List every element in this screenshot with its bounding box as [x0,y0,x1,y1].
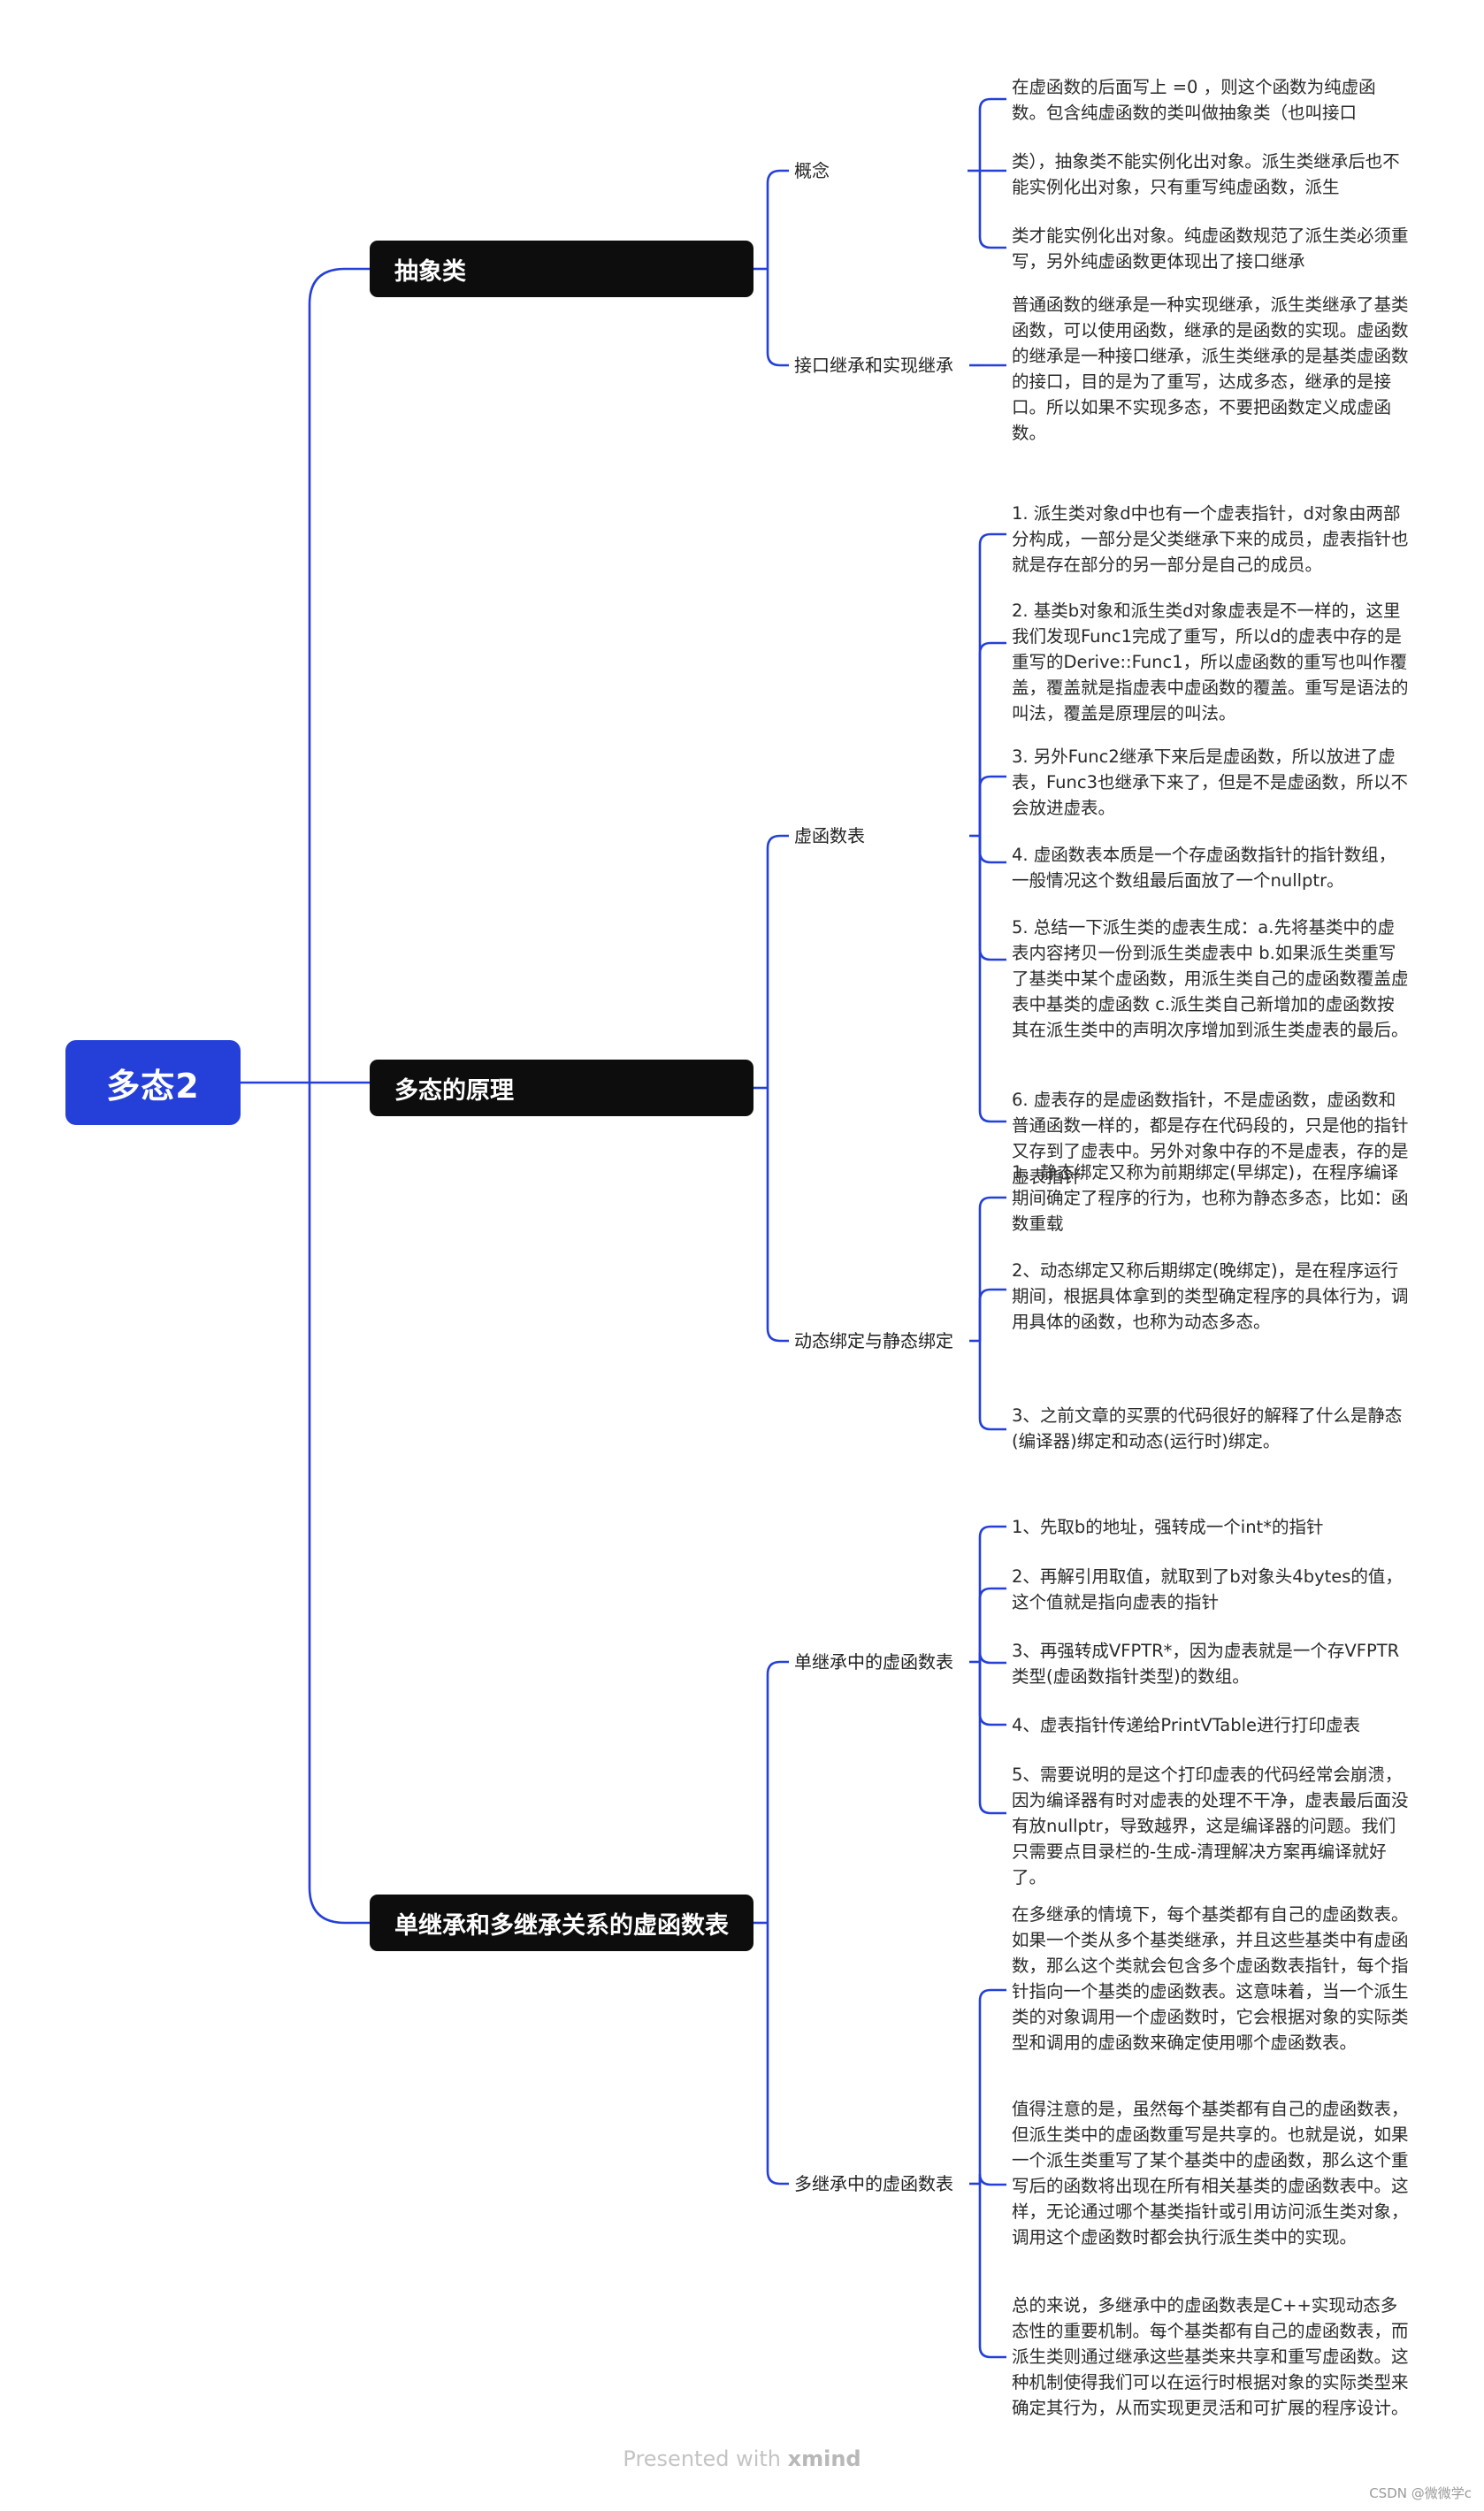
leaf-text: 1、静态绑定又称为前期绑定(早绑定)，在程序编译期间确定了程序的行为，也称为静态… [1012,1162,1409,1234]
leaf-connector [978,1988,1006,2184]
leaf-text: 5、需要说明的是这个打印虚表的代码经常会崩溃，因为编译器有时对虚表的处理不干净，… [1012,1765,1409,1887]
subtopic-single-inheritance[interactable]: 单继承中的虚函数表 [794,1651,953,1673]
leaf-text: 2、再解引用取值，就取到了b对象头4bytes的值，这个值就是指向虚表的指针 [1012,1566,1403,1612]
leaf-text: 3. 另外Func2继承下来后是虚函数，所以放进了虚表，Func3也继承下来了，… [1012,746,1408,818]
leaf-connector [978,775,1006,836]
leaf-text: 普通函数的继承是一种实现继承，派生类继承了基类函数，可以使用函数，继承的是函数的… [1012,295,1409,443]
leaf-connector [978,1196,1006,1341]
root-topic[interactable]: 多态2 [65,1040,241,1125]
subtopic-binding[interactable]: 动态绑定与静态绑定 [794,1330,953,1351]
leaf-connector [978,2173,1006,2186]
leaf-text: 4. 虚函数表本质是一个存虚函数指针的指针数组，一般情况这个数组最后面放了一个n… [1012,845,1396,891]
leaf-connector [978,836,1006,1123]
main-topic-abstract-class[interactable]: 抽象类 [370,241,753,297]
leaf-text: 1、先取b的地址，强转成一个int*的指针 [1012,1517,1324,1537]
branch-connector [766,169,789,269]
leaf-text: 1. 派生类对象d中也有一个虚表指针，d对象由两部分构成，一部分是父类继承下来的… [1012,503,1409,575]
subtopic-interface-inheritance[interactable]: 接口继承和实现继承 [794,355,953,376]
leaf-text: 在多继承的情境下，每个基类都有自己的虚函数表。如果一个类从多个基类继承，并且这些… [1012,1904,1409,2053]
branch-connector [766,834,789,1088]
subtopic-multiple-inheritance[interactable]: 多继承中的虚函数表 [794,2173,953,2194]
leaf-text: 在虚函数的后面写上 =0 ，则这个函数为纯虚函数。包含纯虚函数的类叫做抽象类（也… [1012,77,1376,123]
leaf-text: 总的来说，多继承中的虚函数表是C++实现动态多态性的重要机制。每个基类都有自己的… [1012,2295,1409,2418]
main-topic-polymorphism-principle[interactable]: 多态的原理 [370,1060,753,1116]
branch-connector [766,269,789,367]
subtopic-virtual-table[interactable]: 虚函数表 [794,825,865,846]
root-connector [308,267,370,1083]
leaf-connector [978,1587,1006,1662]
leaf-connector [978,836,1006,864]
leaf-connector [978,1651,1006,1665]
leaf-connector [978,1662,1006,1815]
branch-connector [766,1088,789,1343]
leaf-text: 6. 虚表存的是虚函数指针，不是虚函数，虚函数和普通函数一样的，都是存在代码段的… [1012,1090,1409,1187]
leaf-connector [978,836,1006,961]
leaf-text: 2. 基类b对象和派生类d对象虚表是不一样的，这里我们发现Func1完成了重写，… [1012,601,1409,723]
main-topic-inheritance-vtables[interactable]: 单继承和多继承关系的虚函数表 [370,1895,753,1951]
leaf-connector [978,1341,1006,1431]
xmind-logo: xmind [787,2446,861,2471]
leaf-text: 3、之前文章的买票的代码很好的解释了什么是静态(编译器)绑定和动态(运行时)绑定… [1012,1405,1403,1451]
leaf-connector [978,2184,1006,2359]
leaf-connector [978,1288,1006,1341]
leaf-connector [978,171,1006,249]
leaf-connector [978,641,1006,836]
subtopic-concept[interactable]: 概念 [794,160,830,181]
branch-connector [766,1923,789,2186]
leaf-text: 值得注意的是，虽然每个基类都有自己的虚函数表，但派生类中的虚函数重写是共享的。也… [1012,2099,1409,2247]
branch-connector [766,1660,789,1923]
root-connector [308,1083,370,1925]
leaf-text: 3、再强转成VFPTR*，因为虚表就是一个存VFPTR类型(虚函数指针类型)的数… [1012,1641,1400,1687]
leaf-text: 5. 总结一下派生类的虚表生成：a.先将基类中的虚表内容拷贝一份到派生类虚表中 … [1012,917,1409,1040]
leaf-connector [978,97,1006,171]
presented-with-footer: Presented with xmind [623,2446,861,2471]
leaf-connector [978,1662,1006,1726]
leaf-text: 4、虚表指针传递给PrintVTable进行打印虚表 [1012,1715,1361,1735]
leaf-text: 类），抽象类不能实例化出对象。派生类继承后也不能实例化出对象，只有重写纯虚函数，… [1012,151,1400,197]
watermark: CSDN @微微学c [1369,2485,1472,2501]
leaf-connector [978,532,1006,836]
leaf-connector [978,1525,1006,1662]
leaf-text: 2、动态绑定又称后期绑定(晚绑定)，是在程序运行期间，根据具体拿到的类型确定程序… [1012,1260,1409,1332]
leaf-text: 类才能实例化出对象。纯虚函数规范了派生类必须重写，另外纯虚函数更体现出了接口继承 [1012,226,1409,272]
